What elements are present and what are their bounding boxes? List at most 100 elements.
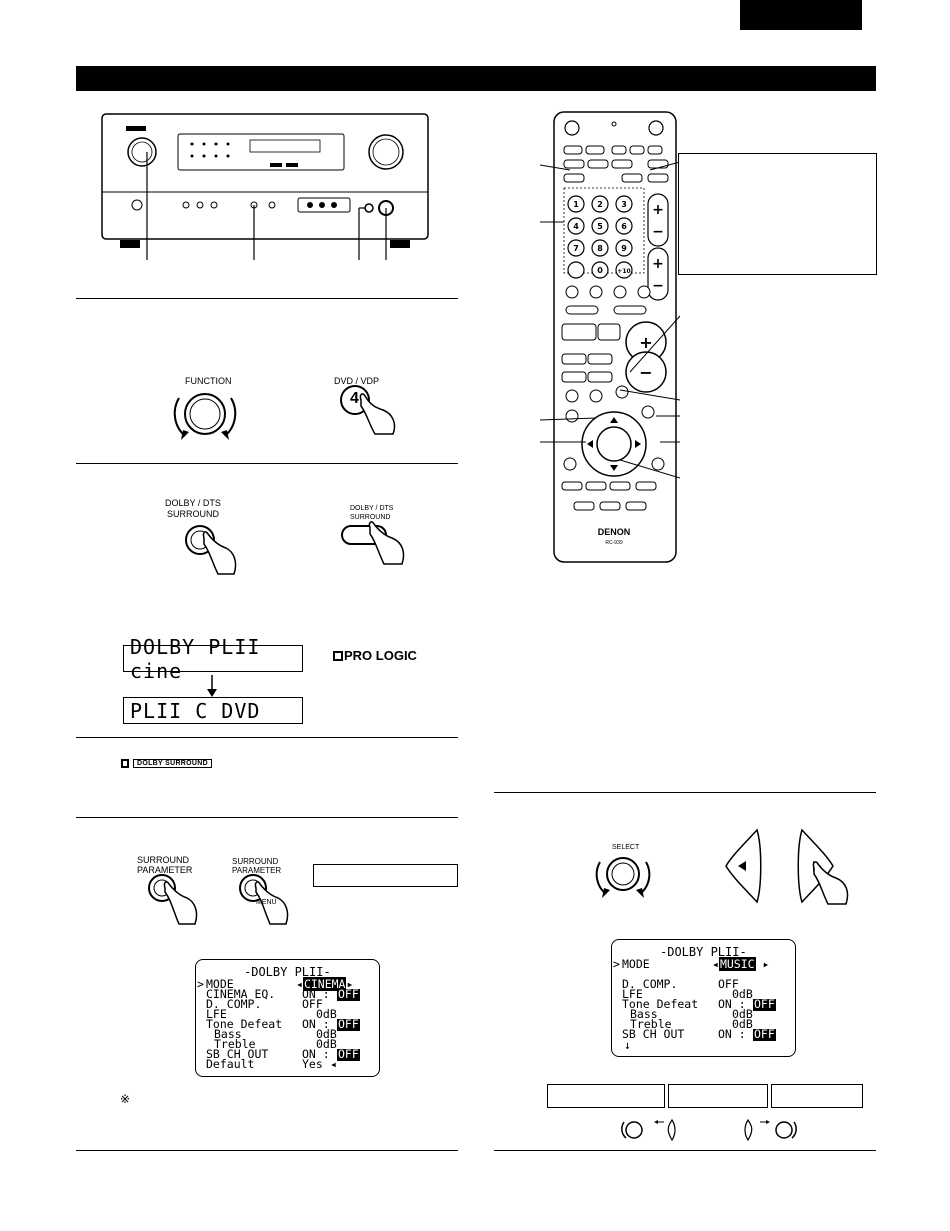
param-main-label-2: PARAMETER	[137, 865, 193, 875]
rule-step5	[494, 792, 876, 793]
osd-music-sb-on: ON :	[718, 1027, 746, 1041]
surround-main-label-2: SURROUND	[167, 509, 220, 519]
osd-music-sb-off: OFF	[753, 1027, 776, 1041]
rule-step1	[76, 298, 458, 299]
osd-cinema-treble-value: 0dB	[316, 1037, 337, 1051]
svg-text:+: +	[639, 333, 652, 352]
receiver-illustration	[100, 112, 430, 262]
osd-music-title: -DOLBY PLII-	[660, 945, 747, 959]
svg-text:−: −	[652, 278, 664, 294]
param-main-button-illustration	[145, 870, 215, 930]
mode-box-3	[771, 1084, 863, 1108]
function-dial-illustration	[165, 370, 245, 450]
section-header-bar	[76, 66, 876, 91]
osd-cinema-dcomp-label: D. COMP.	[206, 997, 262, 1011]
mode-cycle-right-illustration	[738, 1112, 808, 1142]
svg-text:7: 7	[573, 244, 579, 253]
note-mark: ※	[120, 1092, 131, 1106]
rule-right-bottom	[494, 1150, 876, 1151]
dolby-double-d-icon	[333, 651, 343, 661]
osd-cinema-default-arrow-icon: ◂	[330, 1057, 337, 1071]
osd-music-dcomp-value: OFF	[718, 977, 739, 991]
svg-text:3: 3	[621, 200, 627, 209]
svg-text:9: 9	[621, 244, 627, 253]
rule-step4	[76, 817, 458, 818]
osd-cinema-tone-off: OFF	[337, 1017, 360, 1031]
mode-box-1	[547, 1084, 665, 1108]
svg-text:+: +	[652, 256, 664, 272]
select-dial-label: SELECT	[612, 844, 640, 851]
svg-text:0: 0	[597, 266, 603, 275]
osd-cinema-mode-label: MODE	[206, 977, 234, 991]
osd-music-sb-label: SB CH OUT	[622, 1027, 685, 1041]
svg-text:8: 8	[597, 244, 603, 253]
svg-text:DENON: DENON	[598, 527, 631, 537]
surround-remote-label-1: DOLBY / DTS	[350, 505, 394, 512]
osd-music-bass-value: 0dB	[732, 1007, 753, 1021]
mode-box-2	[668, 1084, 768, 1108]
pro-logic-logo: PRO LOGIC	[333, 648, 417, 663]
osd-cinema-treble-label: Treble	[214, 1037, 256, 1051]
svg-text:4: 4	[573, 222, 579, 231]
osd-cinema-cursor-icon: >	[197, 977, 204, 991]
osd-cinema-default-label: Default	[206, 1057, 255, 1071]
osd-cinema-bass-value: 0dB	[316, 1027, 337, 1041]
rule-step2	[76, 463, 458, 464]
param-main-label-1: SURROUND	[137, 855, 190, 865]
param-remote-label-2: PARAMETER	[232, 866, 282, 875]
osd-music-mode-value: ◂MUSIC ▸	[712, 957, 770, 971]
remote-note-box	[678, 153, 877, 275]
osd-cinema-eq-on: ON :	[302, 987, 330, 1001]
rule-left-bottom	[76, 1150, 458, 1151]
svg-text:6: 6	[621, 222, 627, 231]
surround-remote-button-illustration	[340, 512, 420, 568]
osd-cinema-default-value: Yes	[302, 1057, 323, 1071]
osd-cinema-bass-label: Bass	[214, 1027, 242, 1041]
svg-text:+: +	[652, 202, 664, 218]
osd-cinema-screen: -DOLBY PLII- > MODE ◂CINEMA▸ CINEMA EQ. …	[195, 959, 380, 1077]
osd-music-tone-off: OFF	[753, 997, 776, 1011]
osd-cinema-sb-off: OFF	[337, 1047, 360, 1061]
osd-cinema-lfe-label: LFE	[206, 1007, 227, 1021]
osd-cinema-title: -DOLBY PLII-	[244, 965, 331, 979]
display-line-1: DOLBY PLII cine	[123, 635, 303, 683]
osd-cinema-eq-off: OFF	[337, 987, 360, 1001]
osd-music-bass-label: Bass	[630, 1007, 658, 1021]
osd-music-treble-value: 0dB	[732, 1017, 753, 1031]
surround-main-button-illustration	[182, 520, 252, 580]
remote-callout-lines	[539, 160, 680, 490]
mode-cycle-left-illustration	[620, 1112, 690, 1142]
dolby-surround-badge: DOLBY SURROUND	[121, 759, 212, 768]
svg-text:+10: +10	[617, 268, 630, 275]
remote-callout-lines-right	[619, 160, 681, 490]
svg-text:−: −	[652, 224, 664, 240]
osd-music-cursor-icon: >	[613, 957, 620, 971]
display-line-2: PLII C DVD	[123, 697, 303, 724]
osd-cinema-tone-label: Tone Defeat	[206, 1017, 283, 1031]
dvd-button-label: DVD / VDP	[334, 376, 380, 386]
svg-text:5: 5	[597, 222, 603, 231]
surround-main-label-1: DOLBY / DTS	[165, 498, 221, 508]
osd-music-lfe-value: 0dB	[732, 987, 753, 1001]
param-remote-button-illustration	[236, 870, 306, 930]
language-tab	[740, 0, 862, 30]
osd-cinema-lfe-value: 0dB	[316, 1007, 337, 1021]
cursor-left-right-illustration	[722, 826, 852, 906]
osd-cinema-mode-value: ◂CINEMA▸	[296, 977, 354, 991]
osd-cinema-tone-on: ON :	[302, 1017, 330, 1031]
rule-step3	[76, 737, 458, 738]
remote-control-illustration: + − + − + − DENON RC-939 1	[552, 110, 678, 565]
param-remote-label-1: SURROUND	[232, 857, 279, 866]
svg-text:RC-939: RC-939	[605, 540, 622, 546]
function-dial-label: FUNCTION	[185, 376, 232, 386]
svg-text:−: −	[639, 363, 652, 382]
dolby-double-d-icon	[121, 759, 129, 768]
surround-remote-label-2: SURROUND	[350, 514, 391, 521]
dvd-button-illustration	[335, 384, 415, 444]
osd-music-mode-label: MODE	[622, 957, 650, 971]
osd-cinema-sb-on: ON :	[302, 1047, 330, 1061]
param-remote-sub-label: MENU	[256, 899, 277, 906]
dvd-button-key: 4	[350, 390, 359, 407]
svg-text:1: 1	[573, 200, 579, 209]
osd-cinema-sb-label: SB CH OUT	[206, 1047, 269, 1061]
